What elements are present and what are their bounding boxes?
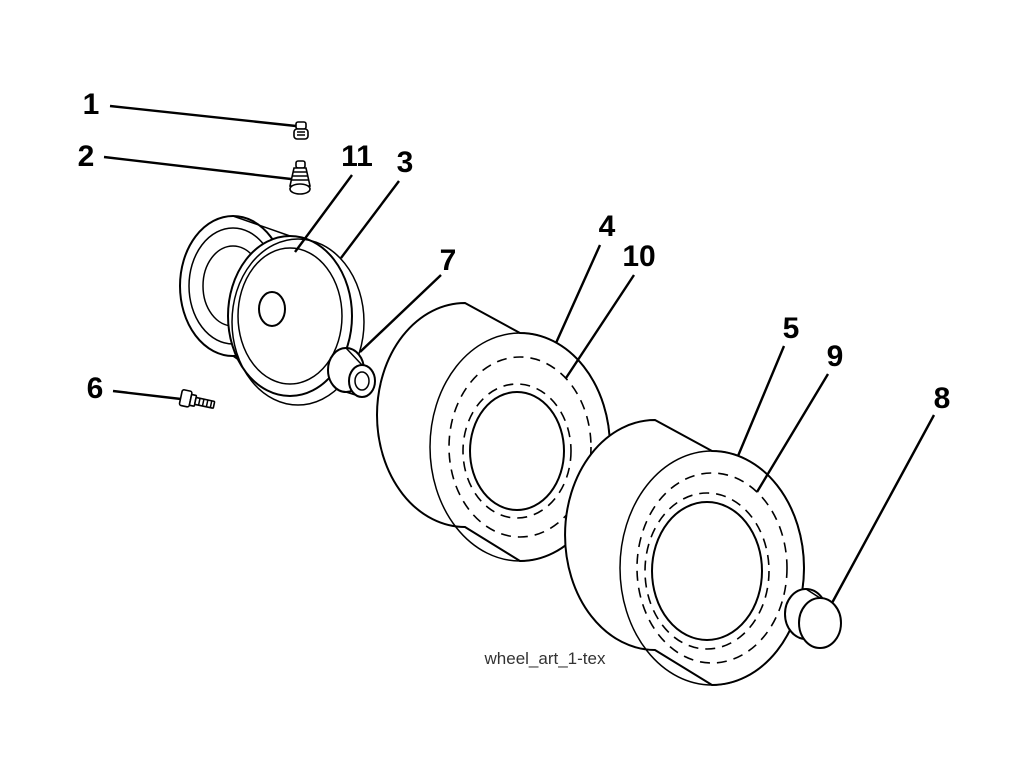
leader-line-11 bbox=[294, 174, 353, 253]
callout-10: 10 bbox=[622, 240, 655, 273]
leader-line-7 bbox=[359, 274, 442, 353]
leader-line-6 bbox=[112, 389, 182, 401]
leader-line-10 bbox=[564, 274, 636, 379]
leader-line-3 bbox=[340, 180, 400, 259]
leader-line-8 bbox=[830, 414, 936, 604]
leader-line-4 bbox=[554, 244, 602, 344]
callout-9: 9 bbox=[827, 340, 844, 373]
callout-4: 4 bbox=[599, 210, 616, 243]
retaining-ring-part bbox=[231, 238, 365, 406]
valve-cap-part bbox=[293, 121, 309, 140]
valve-stem-part bbox=[289, 160, 311, 195]
callout-5: 5 bbox=[783, 312, 800, 345]
callout-3: 3 bbox=[397, 146, 414, 179]
leader-line-9 bbox=[755, 373, 830, 493]
wheel-rim-part bbox=[179, 215, 353, 397]
callout-7: 7 bbox=[440, 244, 457, 277]
leader-line-5 bbox=[736, 345, 786, 457]
callout-1: 1 bbox=[83, 88, 100, 121]
leader-line-1 bbox=[109, 104, 297, 128]
leader-line-2 bbox=[103, 155, 292, 181]
callout-6: 6 bbox=[87, 372, 104, 405]
hubcap-part bbox=[784, 588, 842, 649]
tire-outer-part bbox=[564, 418, 805, 687]
callout-2: 2 bbox=[78, 140, 95, 173]
callout-11: 11 bbox=[341, 140, 373, 173]
diagram-label: wheel_art_1-tex bbox=[484, 649, 606, 668]
flange-bushing-part bbox=[327, 347, 376, 398]
bolt-part bbox=[178, 389, 216, 409]
callout-8: 8 bbox=[934, 382, 951, 415]
